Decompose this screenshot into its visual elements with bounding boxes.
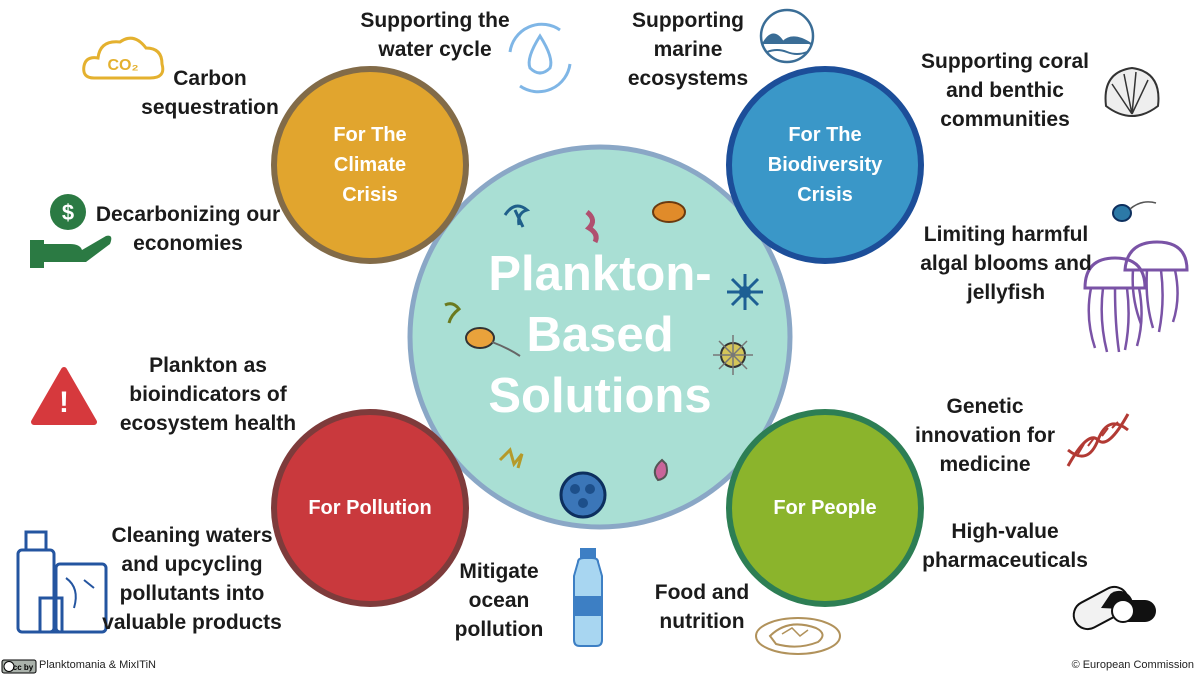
svg-text:$: $ bbox=[62, 200, 74, 225]
center-title: Plankton- Based Solutions bbox=[488, 246, 712, 423]
coral-benthic-label: Supporting coral and benthic communities bbox=[921, 50, 1089, 131]
plankton-icon-5 bbox=[444, 302, 462, 324]
biodiversity-circle-label: For The Biodiversity Crisis bbox=[767, 124, 883, 206]
co2-cloud-icon: CO₂ bbox=[82, 36, 165, 80]
shell-icon bbox=[1104, 66, 1160, 117]
climate-circle bbox=[271, 66, 469, 264]
dna-icon bbox=[1066, 413, 1130, 467]
food-plate-icon bbox=[755, 617, 841, 655]
footer-credit-left: Planktomania & MixITiN bbox=[39, 659, 156, 671]
water-cycle-icon bbox=[508, 22, 572, 94]
people-circle-label: For People bbox=[773, 497, 877, 519]
plankton-icon-9 bbox=[559, 471, 607, 519]
license-badge: cc by bbox=[1, 659, 37, 674]
climate-circle-label: For The Climate Crisis bbox=[333, 124, 407, 206]
plankton-icon-6 bbox=[465, 327, 521, 357]
bioindicators-label: Plankton as bioindicators of ecosystem h… bbox=[119, 354, 297, 435]
water-cycle-label: Supporting the water cycle bbox=[360, 9, 510, 61]
decarbonizing-label: Decarbonizing our economies bbox=[95, 203, 281, 255]
jellyfish-icon bbox=[1083, 240, 1189, 353]
plankton-icon-4 bbox=[727, 274, 763, 310]
svg-text:!: ! bbox=[59, 386, 69, 419]
algae-cell-icon bbox=[1112, 201, 1157, 222]
water-bottle-icon bbox=[573, 548, 603, 647]
plankton-icon-1 bbox=[503, 204, 531, 228]
mitigate-pollution-label: Mitigate ocean pollution bbox=[454, 560, 544, 641]
genetic-innovation-label: Genetic innovation for medicine bbox=[915, 395, 1055, 476]
dollar-hand-icon: $ bbox=[30, 194, 112, 268]
bottles-icon bbox=[16, 530, 108, 634]
footer-credit-right: © European Commission bbox=[1071, 659, 1194, 671]
cleaning-waters-label: Cleaning waters and upcycling pollutants… bbox=[102, 524, 282, 634]
carbon-sequestration-label: Carbon sequestration bbox=[141, 67, 279, 119]
marine-ecosystem-icon bbox=[759, 8, 815, 64]
pills-icon bbox=[1072, 585, 1156, 631]
algal-blooms-label: Limiting harmful algal blooms and jellyf… bbox=[920, 223, 1092, 304]
warning-icon: ! bbox=[31, 367, 97, 425]
svg-text:cc by: cc by bbox=[13, 663, 34, 672]
pharmaceuticals-label: High-value pharmaceuticals bbox=[922, 520, 1088, 572]
svg-text:CO₂: CO₂ bbox=[107, 57, 138, 74]
pollution-circle bbox=[271, 409, 469, 607]
food-nutrition-label: Food and nutrition bbox=[654, 581, 750, 633]
center-circle bbox=[407, 144, 793, 530]
plankton-icon-10 bbox=[653, 458, 668, 482]
plankton-icon-8 bbox=[498, 447, 524, 469]
marine-ecosystems-label: Supporting marine ecosystems bbox=[627, 9, 749, 90]
pollution-circle-label: For Pollution bbox=[308, 497, 432, 519]
plankton-icon-2 bbox=[584, 210, 599, 244]
plankton-icon-3 bbox=[652, 201, 686, 223]
people-circle bbox=[726, 409, 924, 607]
plankton-icon-7 bbox=[713, 335, 753, 375]
biodiversity-circle bbox=[726, 66, 924, 264]
